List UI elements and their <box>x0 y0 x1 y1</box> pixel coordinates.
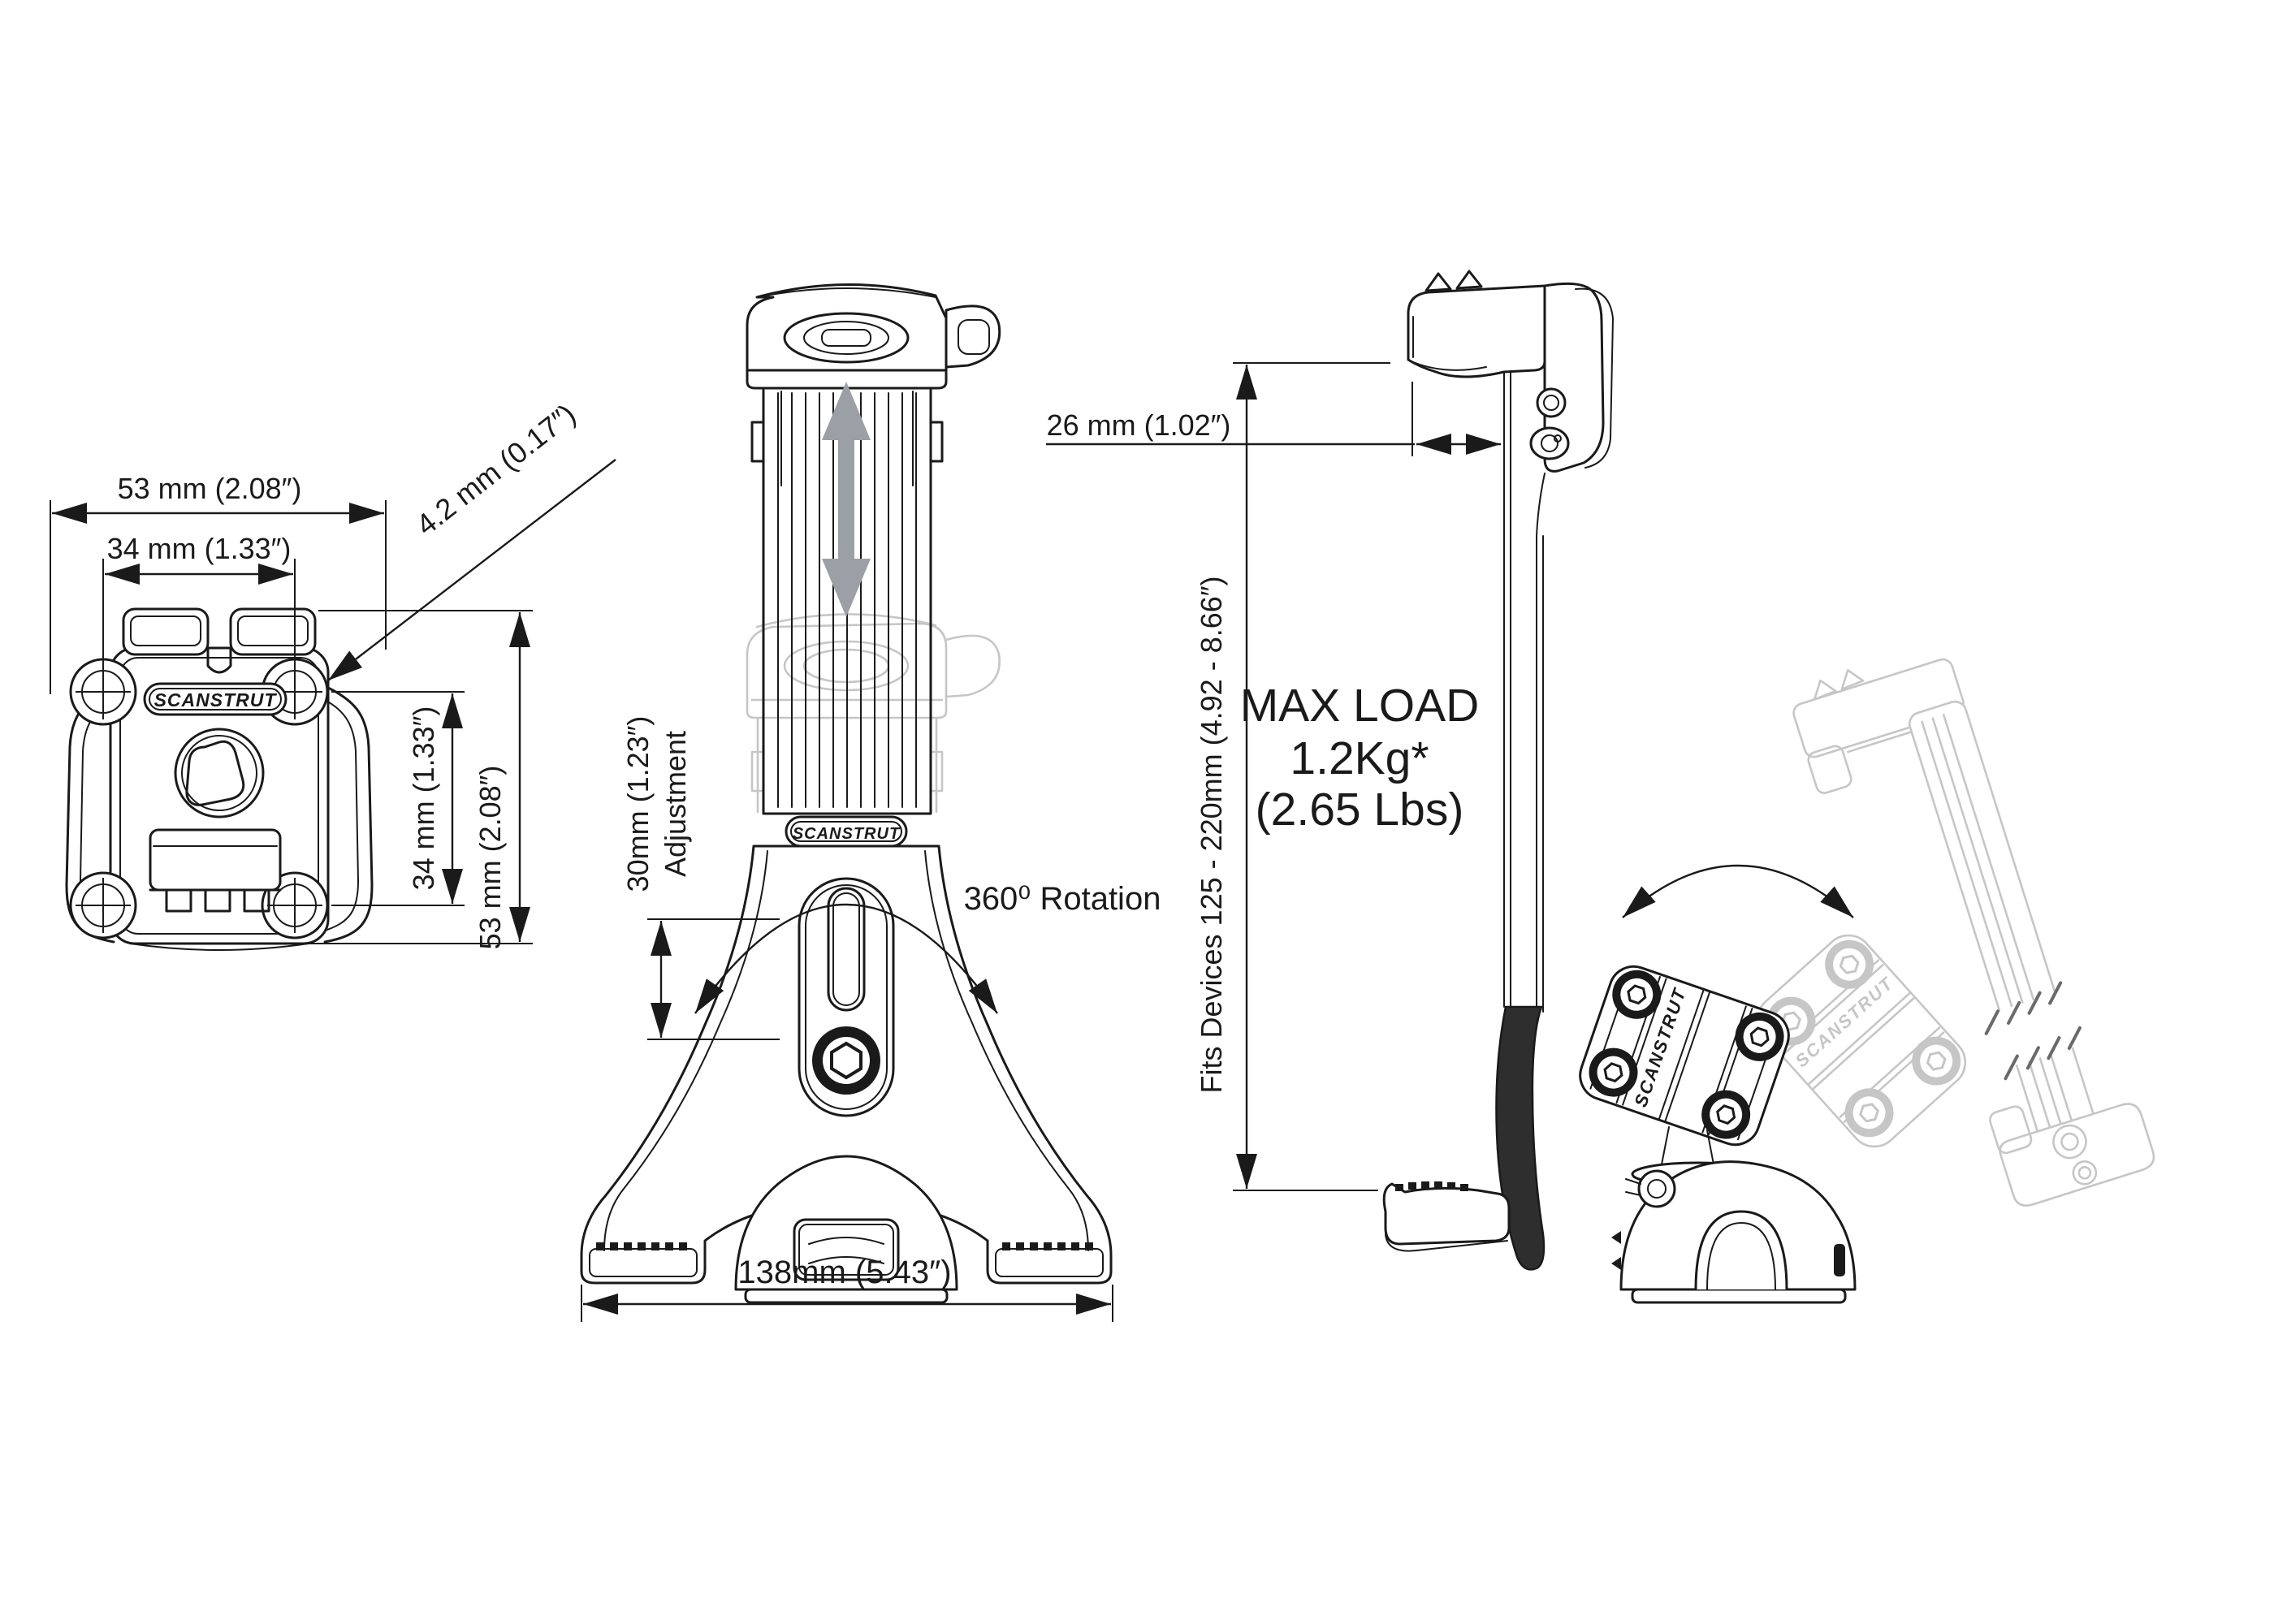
dim-base-width-label: 138mm (5.43″) <box>737 1255 951 1290</box>
clamp-block: SCANSTRUT <box>1579 962 1792 1147</box>
plate-logo-text: SCANSTRUT <box>154 689 278 710</box>
hex-bolt-icon <box>812 1026 880 1095</box>
holder-top-clamp <box>1407 270 1614 473</box>
plate-body-inner <box>119 657 319 935</box>
max-load-line1: MAX LOAD <box>1240 680 1480 732</box>
clamp-head <box>746 283 1001 486</box>
ghost-tilted-holder <box>1792 658 2155 1207</box>
side-view: SCANSTRUT <box>1046 270 2155 1304</box>
dim-adjustment: 30mm (1.23″) Adjustment <box>621 716 780 1040</box>
stand-logo-badge: SCANSTRUT <box>785 815 908 848</box>
dim-plate-height-outer-label: 53 mm (2.08″) <box>473 766 507 950</box>
left-foot-pad <box>589 1242 698 1277</box>
ghost-clamp-position <box>746 613 1001 814</box>
plate-emblem-icon <box>174 728 265 818</box>
rotation-label: 360⁰ Rotation <box>964 881 1161 917</box>
holder-rails <box>1503 371 1546 1013</box>
dim-plate-height-inner-label: 34 mm (1.33″) <box>407 706 440 891</box>
break-marks-icon <box>1984 981 2082 1081</box>
holder-bottom-clamp <box>1382 1181 1511 1252</box>
dim-top-clamp-depth: 26 mm (1.02″) <box>1046 382 1501 456</box>
dim-plate-width-inner-label: 34 mm (1.33″) <box>107 532 292 565</box>
plate-bottom-curve <box>129 943 309 951</box>
plate-logo-badge: SCANSTRUT <box>143 682 287 716</box>
pull-ring-icon <box>1694 1210 1788 1290</box>
tilt-arc-arrow-icon <box>1622 864 1854 918</box>
right-foot-pad <box>995 1242 1104 1277</box>
dim-base-width: 138mm (5.43″) <box>581 1255 1113 1322</box>
dim-plate-width-outer-label: 53 mm (2.08″) <box>118 472 302 505</box>
front-plate-view: SCANSTRUT 53 mm (2.08″) 34 mm (1.33″) <box>50 397 616 951</box>
max-load-line2: 1.2Kg* <box>1290 732 1429 784</box>
dim-plate-width-inner: 34 mm (1.33″) <box>102 532 296 686</box>
dim-hole-diameter: 4.2 mm (0.17″) <box>327 397 616 681</box>
dim-plate-width-outer: 53 mm (2.08″) <box>50 472 387 694</box>
clamp-lever <box>945 304 1001 369</box>
dim-plate-height-outer: 53 mm (2.08″) <box>286 610 533 950</box>
screw-hole-icon <box>69 871 137 939</box>
dim-device-range-label: Fits Devices 125 - 220mm (4.92 - 8.66″) <box>1195 577 1228 1094</box>
dim-plate-height-inner: 34 mm (1.33″) <box>331 691 465 906</box>
ghost-clamp-block: SCANSTRUT <box>1755 928 1973 1149</box>
rotation-arc-arrow-icon <box>694 903 998 1014</box>
dim-hole-diameter-label: 4.2 mm (0.17″) <box>409 397 581 542</box>
max-load-note: MAX LOAD 1.2Kg* (2.65 Lbs) <box>1240 680 1480 836</box>
stand-logo-text: SCANSTRUT <box>793 825 901 843</box>
dim-device-range: Fits Devices 125 - 220mm (4.92 - 8.66″) <box>1195 362 1390 1191</box>
slide-adjust-arrow-icon <box>822 382 871 617</box>
dim-top-clamp-depth-label: 26 mm (1.02″) <box>1047 408 1231 442</box>
center-base-mount <box>734 1155 958 1304</box>
dim-adjustment-value: 30mm (1.23″) <box>621 716 655 892</box>
stand-front-view: SCANSTRUT <box>580 283 1161 1322</box>
side-base-mount <box>1611 1126 1857 1304</box>
plate-clip <box>149 828 282 913</box>
max-load-line3: (2.65 Lbs) <box>1256 784 1464 836</box>
dim-adjustment-label: Adjustment <box>659 731 692 877</box>
